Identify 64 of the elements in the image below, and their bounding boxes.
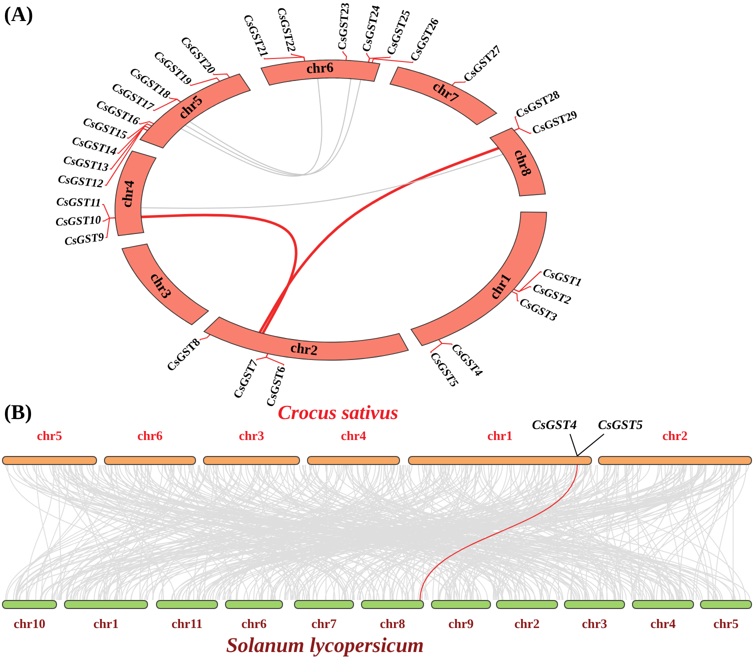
- chromosome-label: chr8: [380, 616, 406, 632]
- leader-line: [451, 80, 466, 86]
- chromosome-label: chr1: [487, 428, 513, 444]
- chromosome-label: chr4: [340, 428, 366, 444]
- chromosome-label: chr1: [93, 616, 119, 632]
- leader-line: [290, 52, 306, 62]
- chromosome-label: chr3: [582, 616, 608, 632]
- leader-line: [138, 121, 155, 124]
- chromosome-label: chr2: [290, 340, 319, 359]
- gene-label: CsGST22: [274, 6, 298, 54]
- chromosome-label: chr2: [662, 428, 688, 444]
- leader-line: [212, 73, 230, 78]
- chromosome-label: chr5: [176, 92, 206, 122]
- chromosome-label: chr6: [306, 60, 334, 78]
- leader-line: [514, 286, 532, 292]
- panel-label: (B): [4, 400, 32, 425]
- synteny-link: [140, 154, 504, 209]
- leader-line: [256, 352, 268, 361]
- chromosome-label: chr3: [238, 428, 264, 444]
- leader-line: [199, 334, 211, 341]
- leader-line: [372, 58, 414, 64]
- chromosome-label: chr4: [650, 616, 676, 632]
- gene-label: CsGST9: [64, 231, 105, 250]
- panel-label: (A): [4, 2, 34, 27]
- leader-line: [570, 434, 578, 456]
- leader-line: [576, 434, 604, 456]
- chromosome-label: chr8: [510, 148, 534, 178]
- leader-line: [342, 50, 347, 61]
- synteny-link: [258, 146, 500, 334]
- gene-label: CsGST4: [532, 418, 577, 431]
- leader-line: [109, 128, 148, 170]
- synteny-link: [420, 464, 578, 600]
- gene-label: CsGST13: [62, 154, 110, 175]
- chromosome-label: chr4: [120, 180, 138, 208]
- synteny-link: [141, 214, 298, 334]
- leader-line: [168, 97, 182, 103]
- chromosome-label: chr5: [36, 428, 62, 444]
- leader-line: [512, 291, 520, 302]
- chromosome-label: chr5: [713, 616, 739, 632]
- gene-label: CsGST5: [598, 418, 643, 431]
- chromosome-label: chr2: [514, 616, 540, 632]
- leader-line: [430, 339, 443, 354]
- synteny-link: [180, 78, 322, 176]
- species-label: Solanum lycopersicum: [226, 633, 424, 658]
- gene-label: CsGST24: [360, 4, 384, 54]
- gene-label: CsGST12: [58, 174, 104, 192]
- chromosome-label: chr6: [137, 428, 163, 444]
- gene-label: CsGST11: [56, 196, 101, 211]
- leader-line: [190, 77, 220, 86]
- leader-line: [116, 126, 150, 154]
- gene-label: CsGST23: [336, 2, 354, 51]
- leader-line: [514, 116, 520, 131]
- leader-line: [126, 123, 152, 139]
- gene-label: CsGST10: [56, 214, 102, 230]
- chromosome-label: chr9: [448, 616, 474, 632]
- chromosome-label: chr11: [171, 616, 203, 632]
- chromosome-label: chr7: [429, 79, 460, 107]
- chromosome-label: chr6: [241, 616, 267, 632]
- leader-line: [368, 56, 391, 63]
- species-label: Crocus sativus: [278, 402, 398, 425]
- leader-line: [514, 128, 532, 134]
- chromosome-label: chr7: [311, 616, 337, 632]
- leader-line: [102, 204, 116, 219]
- chromosome-label: chr10: [14, 616, 46, 632]
